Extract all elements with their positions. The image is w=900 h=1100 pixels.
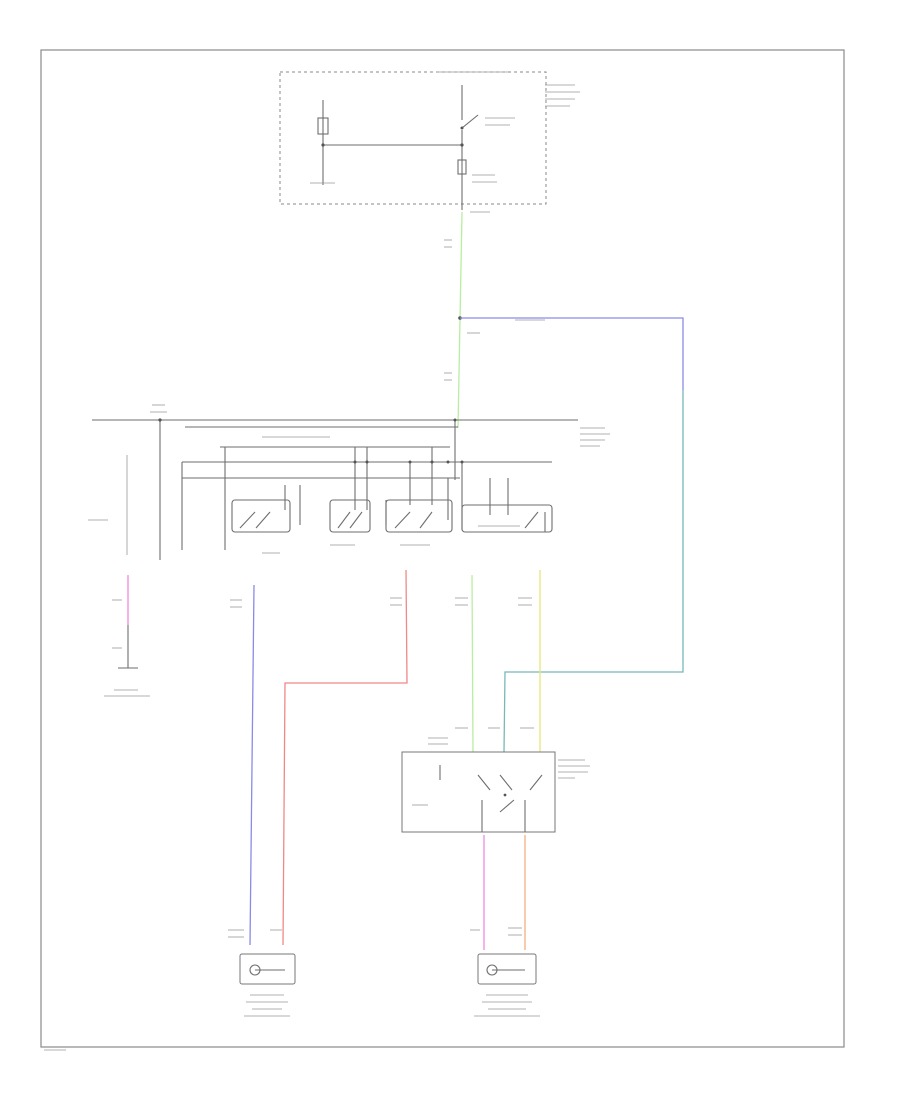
wire-green-right (471, 574, 474, 753)
passenger-window-switch (401, 727, 590, 833)
right-window-motor (470, 927, 540, 1017)
left-window-motor (228, 929, 296, 1017)
master-window-switch (88, 404, 610, 560)
wire-red-left (282, 569, 408, 946)
feed-wire-green (457, 211, 463, 429)
power-distribution-box (279, 71, 580, 213)
feed-wire-teal (503, 390, 684, 753)
diagram-frame (40, 49, 845, 1048)
ground-left-kick-panel (104, 575, 150, 697)
feed-wire-blue (460, 317, 684, 390)
wire-blue-left (249, 584, 255, 946)
